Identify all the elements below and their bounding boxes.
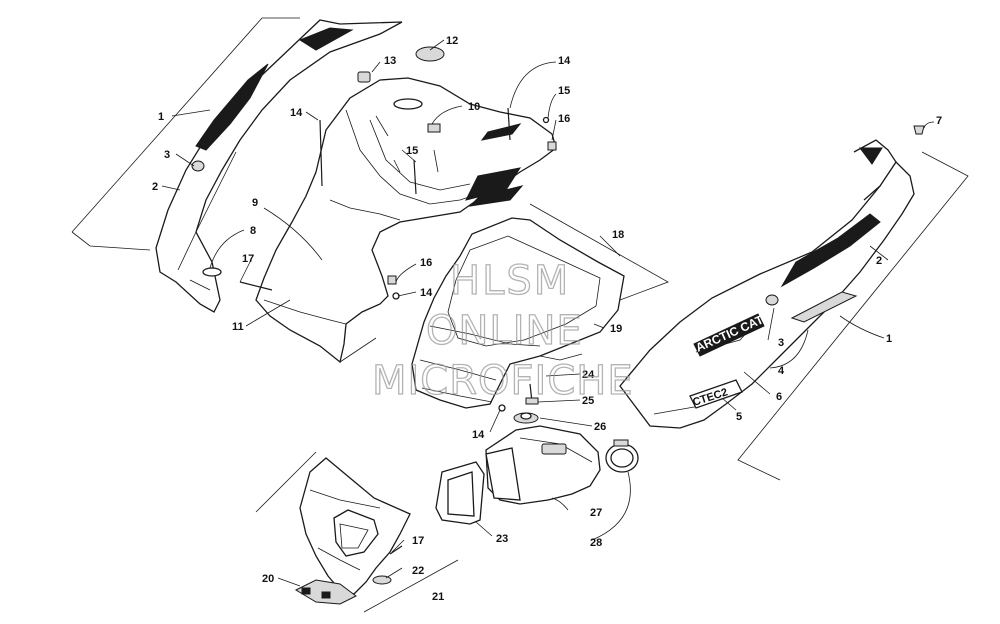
- callout-24: 24: [582, 369, 595, 381]
- callout-25: 25: [582, 395, 594, 407]
- watermark: HLSM ONLINE MICROFICHE: [371, 257, 634, 404]
- left-grommet: [191, 160, 205, 172]
- right-side-panel: [619, 160, 915, 429]
- callout-labels: 1 1 2 2 3 3 4 5 6 7 8 9 10 11 12 13 14 1…: [152, 35, 942, 603]
- callout-19: 19: [610, 323, 622, 335]
- right-grommet: [765, 294, 779, 306]
- callout-2-left: 2: [152, 181, 158, 193]
- callout-14-mid: 14: [420, 287, 433, 299]
- callout-13: 13: [384, 55, 396, 67]
- right-reflector: [790, 291, 858, 323]
- callout-28: 28: [590, 537, 602, 549]
- callout-1-right: 1: [886, 333, 892, 345]
- intake-duct-group: [435, 383, 639, 525]
- callout-3-left: 3: [164, 149, 170, 161]
- watermark-line-2: ONLINE: [426, 308, 583, 354]
- callout-14-low: 14: [472, 429, 485, 441]
- callout-16-right: 16: [558, 113, 570, 125]
- callout-9: 9: [252, 197, 258, 209]
- callout-2-right: 2: [876, 255, 882, 267]
- callout-16-mid: 16: [420, 257, 432, 269]
- callout-27: 27: [590, 507, 602, 519]
- ctec2-decal: [689, 379, 743, 409]
- main-hood: [255, 77, 557, 364]
- left-side-panel: [155, 19, 403, 313]
- left-side-panel-group: [71, 17, 403, 313]
- callout-22: 22: [412, 565, 424, 577]
- air-intake-tray: [411, 217, 625, 409]
- right-side-panel-group: ARCTIC CAT CTEC2: [619, 125, 969, 481]
- callout-5: 5: [736, 411, 742, 423]
- right-panel-black-stripe: [780, 213, 881, 288]
- air-intake-tray-group: [339, 203, 669, 412]
- callout-20: 20: [262, 573, 274, 585]
- watermark-line-1: HLSM: [450, 258, 570, 304]
- hood-grommet-12: [415, 46, 445, 62]
- callout-18: 18: [612, 229, 624, 241]
- callout-11: 11: [232, 321, 244, 333]
- callout-1-left: 1: [158, 111, 164, 123]
- callout-4: 4: [778, 365, 785, 377]
- leader-lines: [161, 39, 935, 587]
- callout-26: 26: [594, 421, 606, 433]
- callout-12: 12: [446, 35, 458, 47]
- callout-14-top-right: 14: [558, 55, 571, 67]
- callout-8: 8: [250, 225, 256, 237]
- callout-15-center: 15: [406, 145, 418, 157]
- callout-17-low: 17: [412, 535, 424, 547]
- callout-7: 7: [936, 115, 942, 127]
- callout-15-right: 15: [558, 85, 570, 97]
- hood-insert-10: [427, 123, 441, 133]
- arctic-cat-decal: [693, 313, 765, 357]
- push-rivet-7: [913, 125, 925, 135]
- hood-group: [239, 46, 557, 364]
- callout-14-top-left: 14: [290, 107, 303, 119]
- left-oval-seal: [202, 267, 222, 277]
- callout-10: 10: [468, 101, 480, 113]
- left-panel-black-stripe: [195, 63, 269, 151]
- hood-latch-13: [357, 71, 371, 83]
- callout-17-left: 17: [242, 253, 254, 265]
- callout-6: 6: [776, 391, 782, 403]
- callout-3-right: 3: [778, 337, 784, 349]
- watermark-line-3: MICROFICHE: [372, 358, 634, 404]
- callout-21: 21: [432, 591, 444, 603]
- callout-23: 23: [496, 533, 508, 545]
- lower-nose-group: [255, 451, 459, 613]
